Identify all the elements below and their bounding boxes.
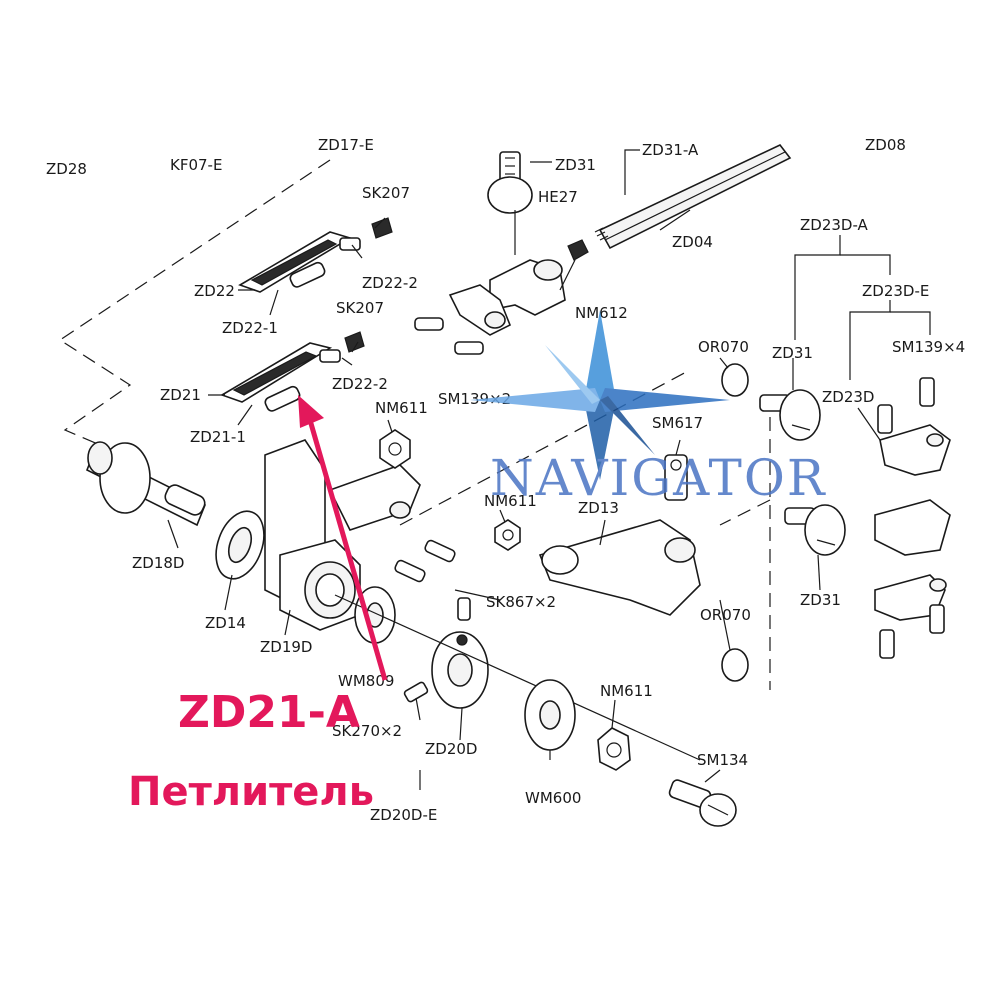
part-label: SM139×2 xyxy=(438,390,511,408)
part-label: SK867×2 xyxy=(486,593,556,611)
part-label: HE27 xyxy=(538,188,578,206)
nut-nm611-b xyxy=(494,519,521,551)
compass-star-icon xyxy=(470,310,730,480)
screws-sm139 xyxy=(877,377,945,659)
part-label: ZD23D-A xyxy=(800,216,869,234)
part-label: ZD19D xyxy=(260,638,312,656)
part-label: SM139×4 xyxy=(892,338,965,356)
o-ring-or070-b xyxy=(721,648,749,682)
part-label: ZD21-1 xyxy=(190,428,246,446)
part-label: ZD08 xyxy=(865,136,906,154)
part-label: ZD04 xyxy=(672,233,713,251)
part-label: ZD20D-E xyxy=(370,806,437,824)
arm-zd13 xyxy=(538,519,701,616)
part-label: ZD31-A xyxy=(642,141,699,159)
part-label: ZD14 xyxy=(205,614,246,632)
part-label: SK207 xyxy=(362,184,410,202)
screw-sm134 xyxy=(668,779,737,827)
callout-arrow xyxy=(298,395,388,681)
nut-nm611-c xyxy=(597,727,631,771)
part-label: NM612 xyxy=(575,304,628,322)
looper-zd21 xyxy=(220,331,365,412)
part-label: ZD31 xyxy=(800,591,841,609)
part-label: ZD22-2 xyxy=(362,274,418,292)
part-label: NM611 xyxy=(375,399,428,417)
washer-wm600 xyxy=(524,679,576,751)
shaft-zd04 xyxy=(594,144,792,250)
collar-zd20d xyxy=(431,631,489,709)
part-label: ZD17-E xyxy=(318,136,374,154)
part-label: ZD22 xyxy=(194,282,235,300)
clamp-zd23d-1 xyxy=(879,424,951,476)
part-label: ZD22-2 xyxy=(332,375,388,393)
axis-line-main xyxy=(334,594,701,761)
part-label: WM600 xyxy=(525,789,581,807)
part-label: ZD22-1 xyxy=(222,319,278,337)
clamp-zd23d-2 xyxy=(874,499,951,556)
screws-sk867 xyxy=(394,539,456,583)
zd23d-bracket-lines xyxy=(794,235,931,380)
part-label: ZD21 xyxy=(160,386,201,404)
part-label: ZD13 xyxy=(578,499,619,517)
washer-zd14 xyxy=(215,510,265,580)
part-label: ZD23D-E xyxy=(862,282,929,300)
screw-zd31-top xyxy=(487,151,552,214)
part-label: NM611 xyxy=(600,682,653,700)
part-label: OR070 xyxy=(698,338,749,356)
part-label: ZD31 xyxy=(555,156,596,174)
part-label: SK207 xyxy=(336,299,384,317)
screw-zd31-right-b xyxy=(784,504,846,556)
watermark-text: NAVIGATOR xyxy=(490,449,827,507)
part-label: KF07-E xyxy=(170,156,222,174)
navigator-watermark: NAVIGATOR xyxy=(470,310,827,507)
part-label: OR070 xyxy=(700,606,751,624)
screw-sk270 xyxy=(403,681,429,703)
screw-small xyxy=(457,597,471,621)
part-label: ZD23D xyxy=(822,388,874,406)
o-ring-or070-a xyxy=(721,363,749,397)
joint-he27 xyxy=(414,210,589,355)
part-label: ZD20D xyxy=(425,740,477,758)
leader-lines xyxy=(167,209,881,790)
screw-zd31-right-a xyxy=(759,358,821,441)
part-label: SK270×2 xyxy=(332,722,402,740)
shaft-zd18d xyxy=(85,441,207,527)
part-label: ZD28 xyxy=(46,160,87,178)
callout-part-name: Петлитель xyxy=(128,769,374,815)
callout-part-code: ZD21-A xyxy=(178,687,360,738)
part-label: SM617 xyxy=(652,414,703,432)
zd31a-leader xyxy=(624,149,640,195)
part-label: ZD31 xyxy=(772,344,813,362)
part-label: ZD18D xyxy=(132,554,184,572)
part-label: NM611 xyxy=(484,492,537,510)
part-label: SM134 xyxy=(697,751,748,769)
part-label: WM809 xyxy=(338,672,394,690)
nut-nm611-a xyxy=(379,429,411,469)
part-label-group: ZD28 KF07-E ZD17-E ZD31 ZD31-A ZD08 SK20… xyxy=(46,136,965,824)
